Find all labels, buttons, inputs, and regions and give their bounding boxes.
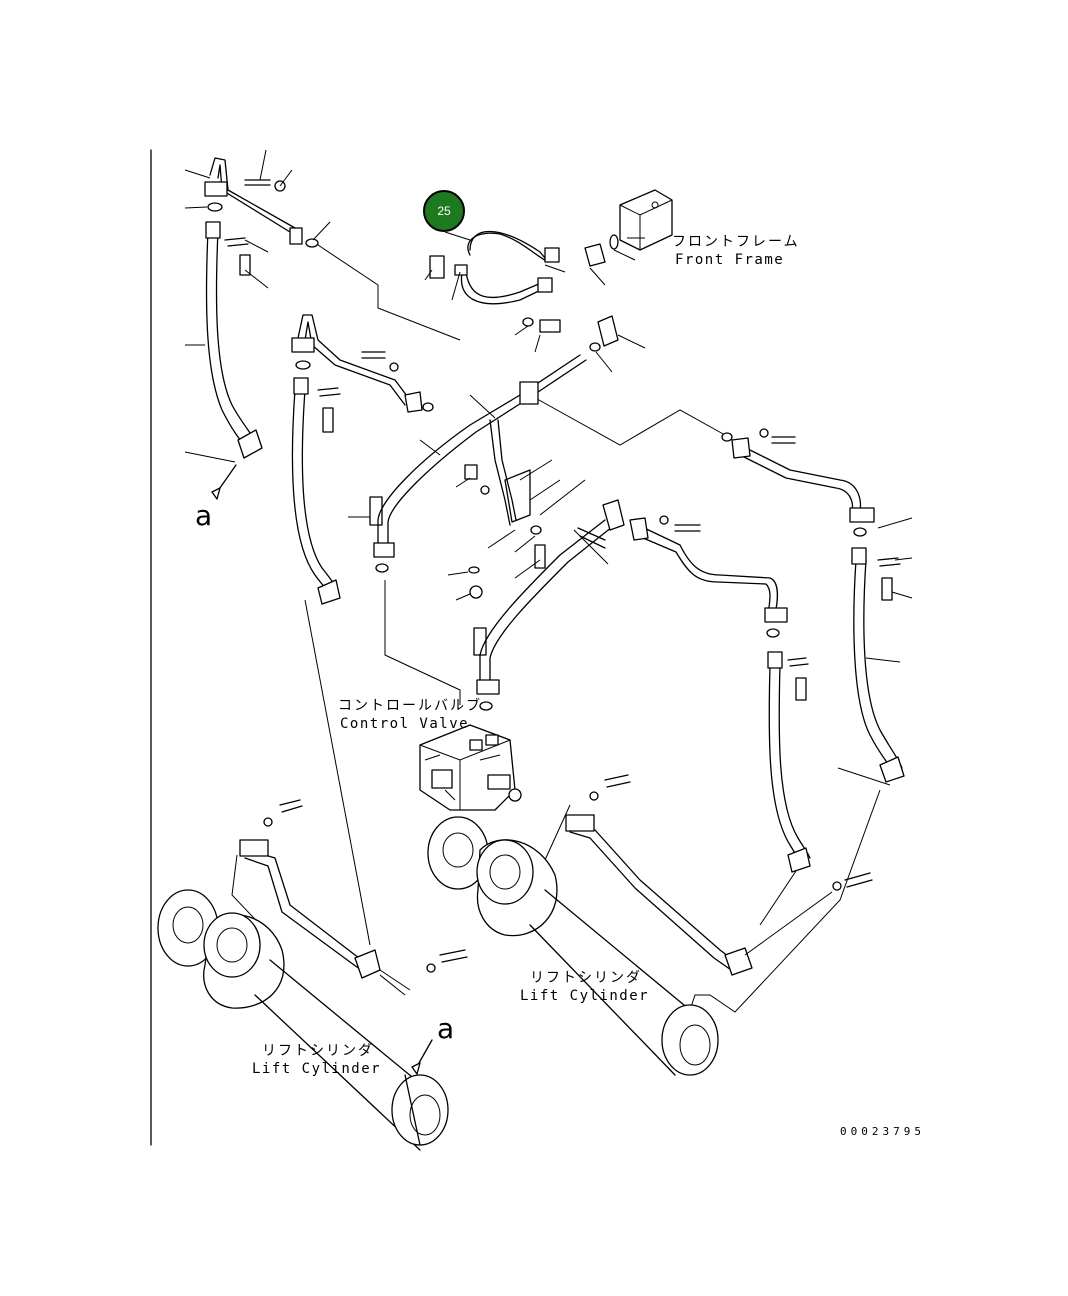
bracket-assembly	[447, 419, 609, 601]
clamp-block-1	[519, 381, 539, 405]
bolt-1	[244, 179, 271, 186]
bolt-4	[361, 351, 386, 359]
lift-cylinder-left-en-label: Lift Cylinder	[252, 1061, 381, 1077]
flange-clamp-2	[291, 337, 315, 353]
bolt-11	[795, 677, 807, 701]
right-middle-tube	[629, 515, 788, 638]
clip-1	[454, 264, 468, 276]
hose-fitting-top	[205, 221, 221, 239]
upper-right-tube	[721, 428, 913, 537]
flange-clamp-4	[476, 679, 500, 695]
view-ref-a-left: a	[195, 499, 212, 532]
front-frame-block	[584, 189, 673, 286]
lift-cylinder-right	[427, 816, 719, 1076]
front-frame-jp-label: フロントフレーム	[672, 234, 800, 250]
bolt-8	[674, 524, 701, 532]
clamp-2	[317, 387, 341, 397]
bolt-3	[539, 319, 561, 333]
hose-item-25	[424, 230, 566, 305]
o-ring-1	[207, 202, 223, 212]
clamp-3	[577, 527, 606, 549]
center-diagonal-tube	[348, 354, 587, 573]
lift-cylinder-left-jp-label: リフトシリンダ	[262, 1043, 374, 1059]
bolt-7	[473, 627, 487, 656]
hose-fitting-bottom	[237, 429, 263, 459]
lift-cylinder-left	[157, 889, 449, 1151]
hose-end-2	[537, 277, 553, 293]
bolt-2	[239, 254, 251, 276]
control-valve	[419, 724, 522, 811]
bolt-5	[322, 407, 334, 433]
o-ring-2	[305, 238, 319, 248]
control-valve-en-label: Control Valve	[340, 716, 469, 732]
middle-left-tube	[291, 314, 434, 413]
bolt-13	[439, 949, 468, 963]
left-hose-2	[291, 377, 341, 605]
o-ring-ff	[609, 234, 619, 250]
leader-lines-upper-left	[184, 149, 331, 289]
bolt-6	[369, 496, 383, 526]
drawing-number: 00023795	[840, 1125, 925, 1138]
lift-cylinder-right-en-label: Lift Cylinder	[520, 988, 649, 1004]
bolt-9	[771, 436, 796, 444]
bolt-10	[881, 577, 893, 601]
lower-left-tube	[239, 799, 468, 996]
fitting-elbow-2	[404, 391, 423, 413]
right-hose-short	[767, 651, 811, 873]
flange-clamp-1	[204, 181, 228, 197]
flange-clamp-3	[373, 542, 395, 558]
clamp-4	[877, 557, 901, 567]
control-valve-jp-label: コントロールバルブ	[338, 697, 482, 714]
fitting-elbow-1	[289, 227, 303, 245]
clamp-1	[224, 237, 249, 247]
bolt-14	[604, 774, 631, 788]
bolt-12	[279, 799, 303, 813]
fitting-ff	[584, 243, 606, 267]
view-ref-a-bottom: a	[437, 1012, 454, 1045]
tee-fitting-upper	[514, 315, 646, 373]
fitting-elbow-3	[602, 499, 625, 531]
hose-end-1	[544, 247, 560, 263]
center-right-diagonal-tube	[473, 499, 625, 711]
callout-number: 25	[437, 204, 451, 218]
left-hose-1	[184, 221, 263, 500]
bolt-15	[844, 872, 873, 888]
lift-cylinder-right-jp-label: リフトシリンダ	[530, 970, 642, 986]
spacer-1	[429, 255, 445, 279]
front-frame-en-label: Front Frame	[675, 252, 784, 268]
lower-right-tube	[565, 774, 873, 976]
callout-badge-25[interactable]: 25	[423, 190, 465, 232]
right-hose-long	[837, 547, 913, 786]
clamp-5	[787, 657, 809, 667]
